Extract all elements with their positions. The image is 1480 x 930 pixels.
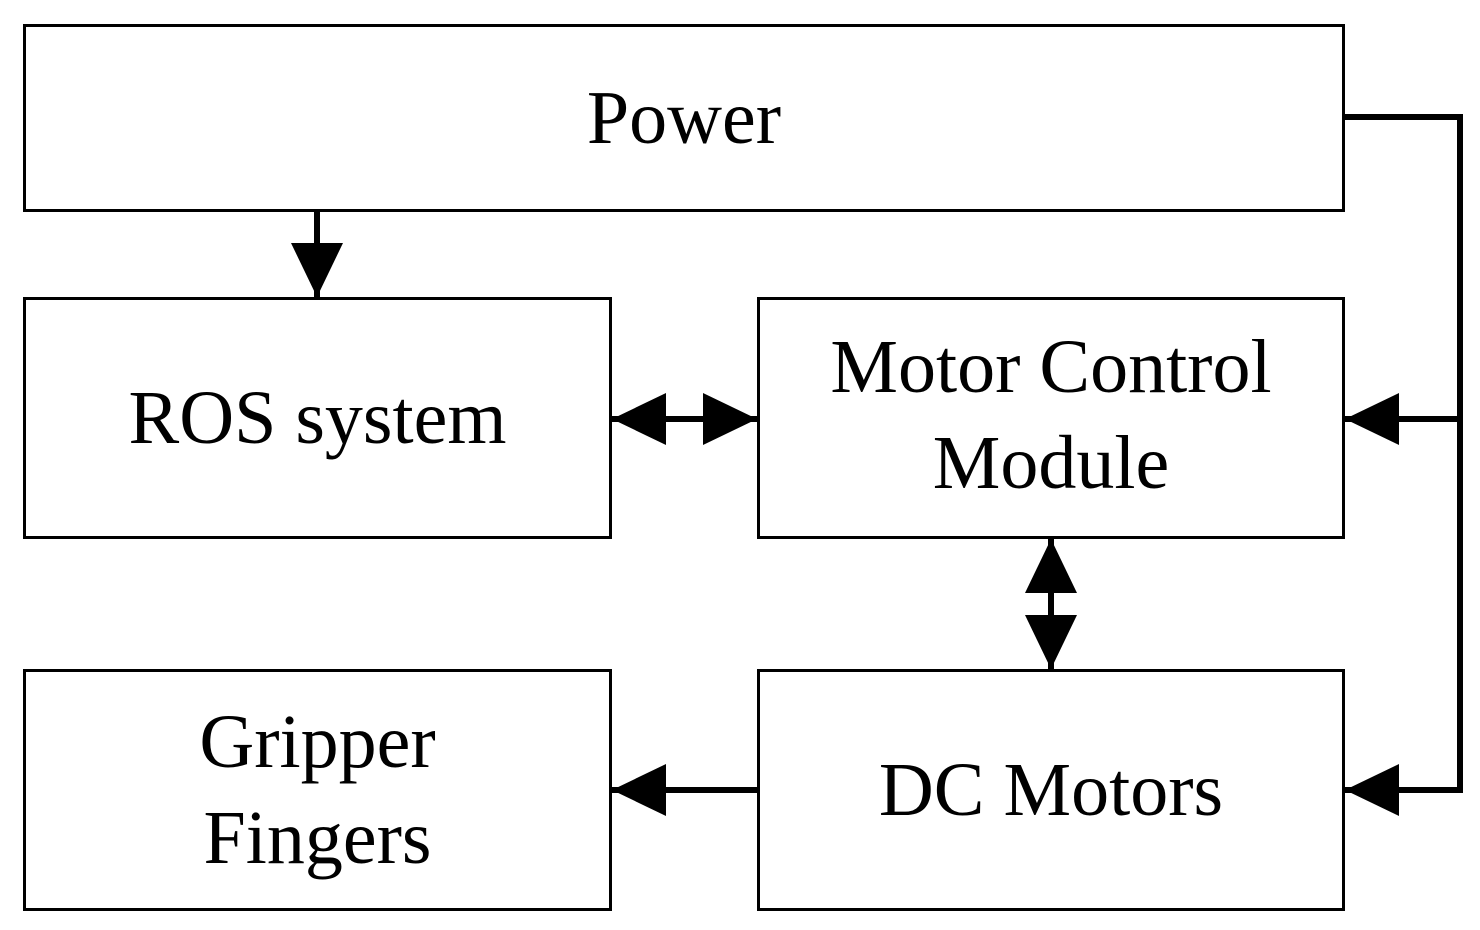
ros-system-block: ROS system xyxy=(23,297,612,539)
dc-motors-block: DC Motors xyxy=(757,669,1345,911)
gripper-label-line2: Fingers xyxy=(203,796,432,880)
power-label: Power xyxy=(586,76,782,160)
power-block: Power xyxy=(23,24,1345,212)
motor-control-module-block: Motor Control Module xyxy=(757,297,1345,539)
gripper-fingers-block: Gripper Fingers xyxy=(23,669,612,911)
ros-system-label: ROS system xyxy=(128,376,507,460)
gripper-label-line1: Gripper xyxy=(199,700,436,784)
dc-motors-label: DC Motors xyxy=(878,748,1224,832)
power-bus-line xyxy=(1342,114,1463,790)
motor-control-label-line2: Module xyxy=(932,421,1170,505)
motor-control-label-line1: Motor Control xyxy=(830,325,1272,409)
